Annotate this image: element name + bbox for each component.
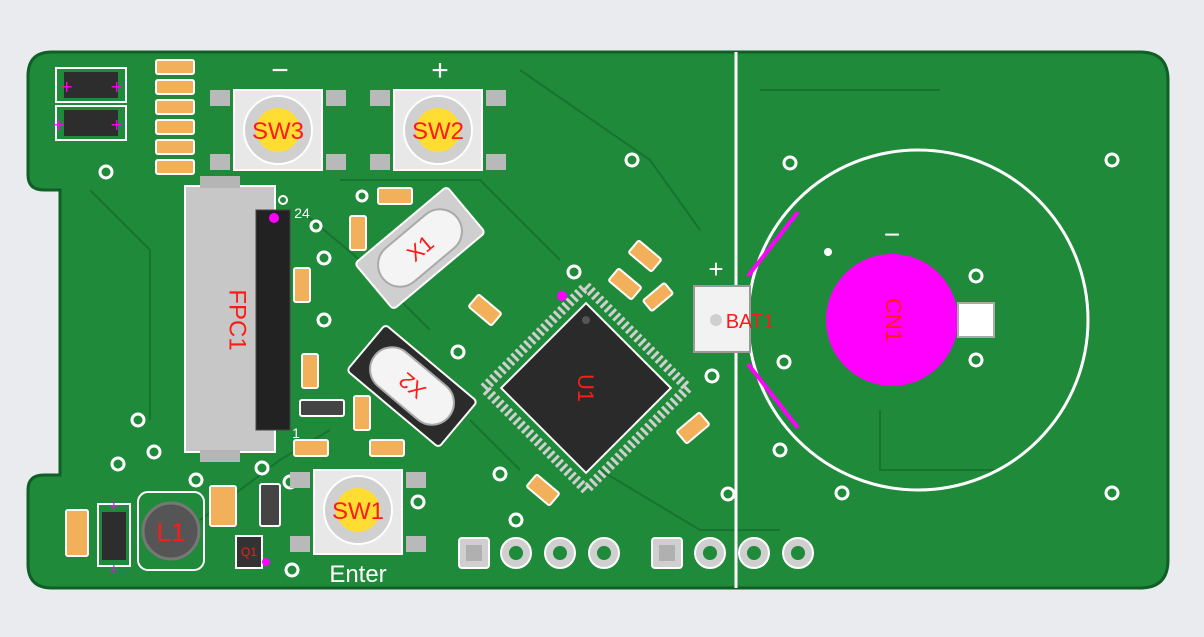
header-pads — [458, 537, 814, 569]
svg-text:+: + — [52, 115, 65, 134]
svg-text:+: + — [108, 562, 120, 578]
l1-inductor: L1 — [137, 491, 205, 571]
via-icon — [720, 486, 736, 502]
l1-label: L1 — [157, 517, 186, 547]
svg-text:+: + — [108, 498, 120, 514]
pad-icon — [509, 546, 523, 560]
battery-tab-bottom — [746, 362, 800, 430]
diode-d1: + + — [52, 105, 127, 141]
fpc1-pin1-label: 1 — [292, 425, 300, 441]
battery-tab-top — [746, 210, 800, 278]
smd-passives — [65, 59, 710, 557]
cn1-label: CN1 — [881, 298, 906, 342]
fpc1-dot — [278, 195, 288, 205]
u1-label: U1 — [573, 374, 598, 402]
fpc1-label: FPC1 — [224, 289, 251, 350]
pad-icon — [597, 546, 611, 560]
via-icon — [1104, 485, 1120, 501]
via-icon — [316, 250, 332, 266]
via-icon — [410, 494, 426, 510]
u1-pin1-marker — [557, 291, 567, 301]
cn1-tab — [957, 302, 995, 338]
q1-label: Q1 — [241, 545, 257, 559]
via-icon — [508, 512, 524, 528]
via-icon — [782, 155, 798, 171]
sw2-label: SW2 — [412, 118, 464, 145]
sw3-label: SW3 — [252, 118, 304, 145]
via-icon — [98, 164, 114, 180]
u1-chip: U1 — [477, 279, 695, 497]
sw2-plus-label: + — [431, 54, 449, 87]
svg-text:+: + — [60, 77, 73, 96]
sw2-switch: SW2 + — [370, 54, 506, 171]
sw3-minus-label: − — [271, 54, 289, 87]
via-icon — [355, 189, 369, 203]
via-icon — [834, 485, 850, 501]
svg-text:+: + — [110, 77, 123, 96]
smd-dark-parts — [259, 399, 345, 527]
pad-icon — [703, 546, 717, 560]
cn1-minus-label: − — [884, 219, 900, 250]
cn1-pad — [826, 254, 958, 386]
pad-icon — [553, 546, 567, 560]
via-icon — [968, 352, 984, 368]
via-icon — [284, 562, 300, 578]
sw1-label: SW1 — [332, 498, 384, 525]
via-icon — [130, 412, 146, 428]
via-icon — [188, 472, 204, 488]
pad-icon — [747, 546, 761, 560]
via-icon — [624, 152, 640, 168]
diode-d3: + + — [97, 498, 131, 578]
via-icon — [776, 354, 792, 370]
via-icon — [772, 442, 788, 458]
via-icon — [146, 444, 162, 460]
via-icon — [1104, 152, 1120, 168]
bat1-label: BAT1 — [726, 311, 775, 333]
via-icon — [450, 344, 466, 360]
pad-icon — [466, 545, 482, 561]
sw3-switch: SW3 − — [210, 54, 346, 171]
cn1-dot — [824, 248, 832, 256]
bat1-hole — [710, 314, 722, 326]
via-icon — [492, 466, 508, 482]
sw1-switch: SW1 Enter — [290, 469, 426, 588]
pad-icon — [659, 545, 675, 561]
vias — [98, 152, 1120, 578]
q1-transistor: Q1 — [235, 535, 270, 569]
enter-label: Enter — [329, 561, 386, 588]
bat1-plus-label: + — [708, 254, 723, 284]
bat1-body — [693, 285, 751, 353]
via-icon — [254, 460, 270, 476]
pad-icon — [791, 546, 805, 560]
via-icon — [309, 219, 323, 233]
diode-d2: + + — [55, 67, 127, 103]
svg-text:+: + — [110, 115, 123, 134]
via-icon — [110, 456, 126, 472]
via-icon — [704, 368, 720, 384]
via-icon — [316, 312, 332, 328]
x1-crystal: X1 — [355, 187, 485, 309]
via-icon — [566, 264, 582, 280]
fpc1-pin24-label: 24 — [294, 205, 310, 221]
x2-crystal: X2 — [347, 325, 477, 447]
via-icon — [968, 268, 984, 284]
fpc1-connector: FPC1 24 1 — [184, 176, 310, 462]
